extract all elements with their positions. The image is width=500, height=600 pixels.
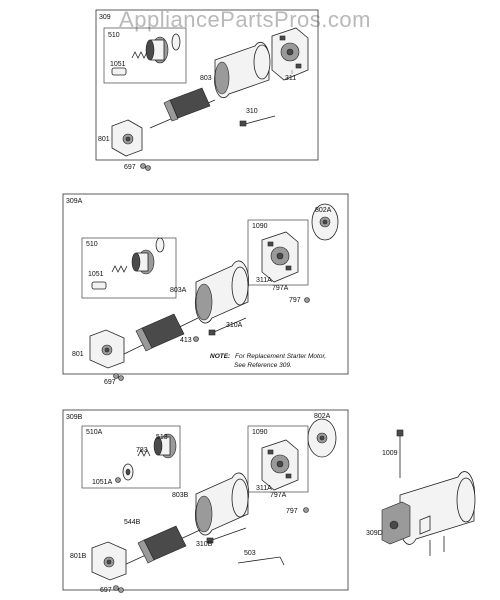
- panel-309a-frame: [62, 193, 349, 375]
- panel-309a-pinion-gear: [131, 237, 165, 275]
- panel-309-label-310: 310: [246, 108, 258, 115]
- panel-309-brush-plate: [271, 27, 309, 81]
- note-text-line-2: See Reference 309.: [234, 362, 292, 369]
- panel-309b-label-797a: 797A: [270, 492, 287, 499]
- panel-309-frame: [95, 9, 319, 161]
- panel-309b-label-513: 513: [156, 434, 168, 441]
- panel-309a: 309A 802A 1090 311A 797A 797 510: [62, 193, 349, 386]
- panel-309-kit-box: [103, 27, 187, 84]
- panel-309a-washer-413: [193, 336, 199, 342]
- panel-309a-label-802a: 802A: [315, 207, 332, 214]
- panel-309b-end-cap: [91, 541, 127, 581]
- panel-309-nut: [140, 163, 151, 171]
- panel-309a-label-697: 697: [104, 379, 116, 386]
- panel-309b-frame: [62, 409, 349, 591]
- panel-309b-label-783: 783: [136, 447, 148, 454]
- panel-309-pinion-gear: [145, 33, 181, 64]
- panel-309a-spring: [91, 265, 128, 290]
- panel-309a-label-801: 801: [72, 351, 84, 358]
- panel-309a-note: NOTE: For Replacement Starter Motor, See…: [210, 353, 326, 369]
- panel-309b-label-503: 503: [244, 550, 256, 557]
- panel-309b-thru-bolt: [206, 527, 247, 544]
- side-label-1009: 1009: [382, 450, 398, 457]
- panel-309a-label-1051: 1051: [88, 271, 104, 278]
- panel-309a-label-797a: 797A: [272, 285, 289, 292]
- panel-309b-label-797: 797: [286, 508, 298, 515]
- panel-309b-kit-box: [81, 425, 181, 489]
- note-label: NOTE:: [210, 353, 230, 360]
- panel-309a-label-310a: 310A: [226, 322, 243, 329]
- panel-309b-hex-wrench: [237, 556, 285, 566]
- panel-309b-label-1051a: 1051A: [92, 479, 113, 486]
- panel-309: 309 510 1051 311: [95, 9, 319, 171]
- panel-309a-title: 309A: [66, 198, 83, 205]
- panel-309-label-697: 697: [124, 164, 136, 171]
- panel-309b-spring-783: [137, 449, 151, 457]
- side-bolt: [396, 429, 404, 478]
- panel-309b-motor-housing: [194, 472, 250, 536]
- side-parts: 1009 309D: [366, 429, 476, 556]
- panel-309a-label-1090: 1090: [252, 223, 268, 230]
- panel-309b: 309B 802A 1090 311A 797A 797 510A: [62, 409, 349, 594]
- panel-309a-thru-bolt: [208, 317, 247, 336]
- panel-309-motor-housing: [214, 41, 271, 99]
- panel-309b-label-802a: 802A: [314, 413, 331, 420]
- note-text-line-1: For Replacement Starter Motor,: [235, 353, 326, 360]
- panel-309-label-1051: 1051: [110, 61, 126, 68]
- panel-309b-armature: [121, 525, 201, 567]
- panel-309b-end-plate: [307, 418, 337, 458]
- panel-309-label-803: 803: [200, 75, 212, 82]
- panel-309a-nut: [113, 373, 124, 381]
- panel-309a-label-311a: 311A: [256, 277, 272, 284]
- panel-309b-label-544b: 544B: [124, 519, 141, 526]
- panel-309b-label-697: 697: [100, 587, 112, 594]
- panel-309a-label-803a: 803A: [170, 287, 187, 294]
- panel-309b-brush-plate: [261, 439, 299, 491]
- panel-309-title: 309: [99, 14, 111, 21]
- panel-309a-end-plate: [311, 203, 339, 241]
- panel-309b-collar: [115, 463, 134, 483]
- panel-309b-nut: [113, 585, 124, 593]
- panel-309b-title: 309B: [66, 414, 83, 421]
- panel-309a-label-510: 510: [86, 241, 98, 248]
- panel-309b-label-311a: 311A: [256, 485, 272, 492]
- panel-309-spring: [111, 51, 148, 76]
- panel-309b-pinion-gear: [153, 433, 177, 459]
- panel-309a-brush-kit-box: [247, 219, 309, 286]
- panel-309-label-801: 801: [98, 136, 110, 143]
- panel-309b-label-1090: 1090: [252, 429, 268, 436]
- panel-309-end-cap: [111, 119, 143, 157]
- panel-309a-brush-plate: [261, 231, 299, 283]
- panel-309-armature: [149, 87, 216, 129]
- panel-309b-label-310b: 310B: [196, 541, 213, 548]
- panel-309b-brush-kit-box: [247, 425, 309, 493]
- panel-309b-label-803b: 803B: [172, 492, 189, 499]
- panel-309b-washer: [303, 507, 309, 513]
- svg-text:NOTE: For Replacement: NOTE: For Replacement Starter Motor,: [210, 353, 326, 360]
- side-label-309d: 309D: [366, 530, 383, 537]
- panel-309a-label-413: 413: [180, 337, 192, 344]
- panel-309a-motor-housing: [194, 260, 250, 324]
- panel-309a-armature: [119, 313, 199, 357]
- panel-309-kit-label: 510: [108, 32, 120, 39]
- panel-309a-kit-box: [81, 237, 177, 299]
- panel-309b-label-510a: 510A: [86, 429, 103, 436]
- panel-309a-label-797: 797: [289, 297, 301, 304]
- panel-309-thru-bolt: [239, 115, 276, 127]
- panel-309a-washer: [304, 297, 310, 303]
- panel-309-label-311: 311: [285, 75, 296, 82]
- panel-309a-end-cap: [89, 329, 125, 369]
- starter-motor-assembly: [381, 471, 476, 556]
- panel-309b-label-801b: 801B: [70, 553, 87, 560]
